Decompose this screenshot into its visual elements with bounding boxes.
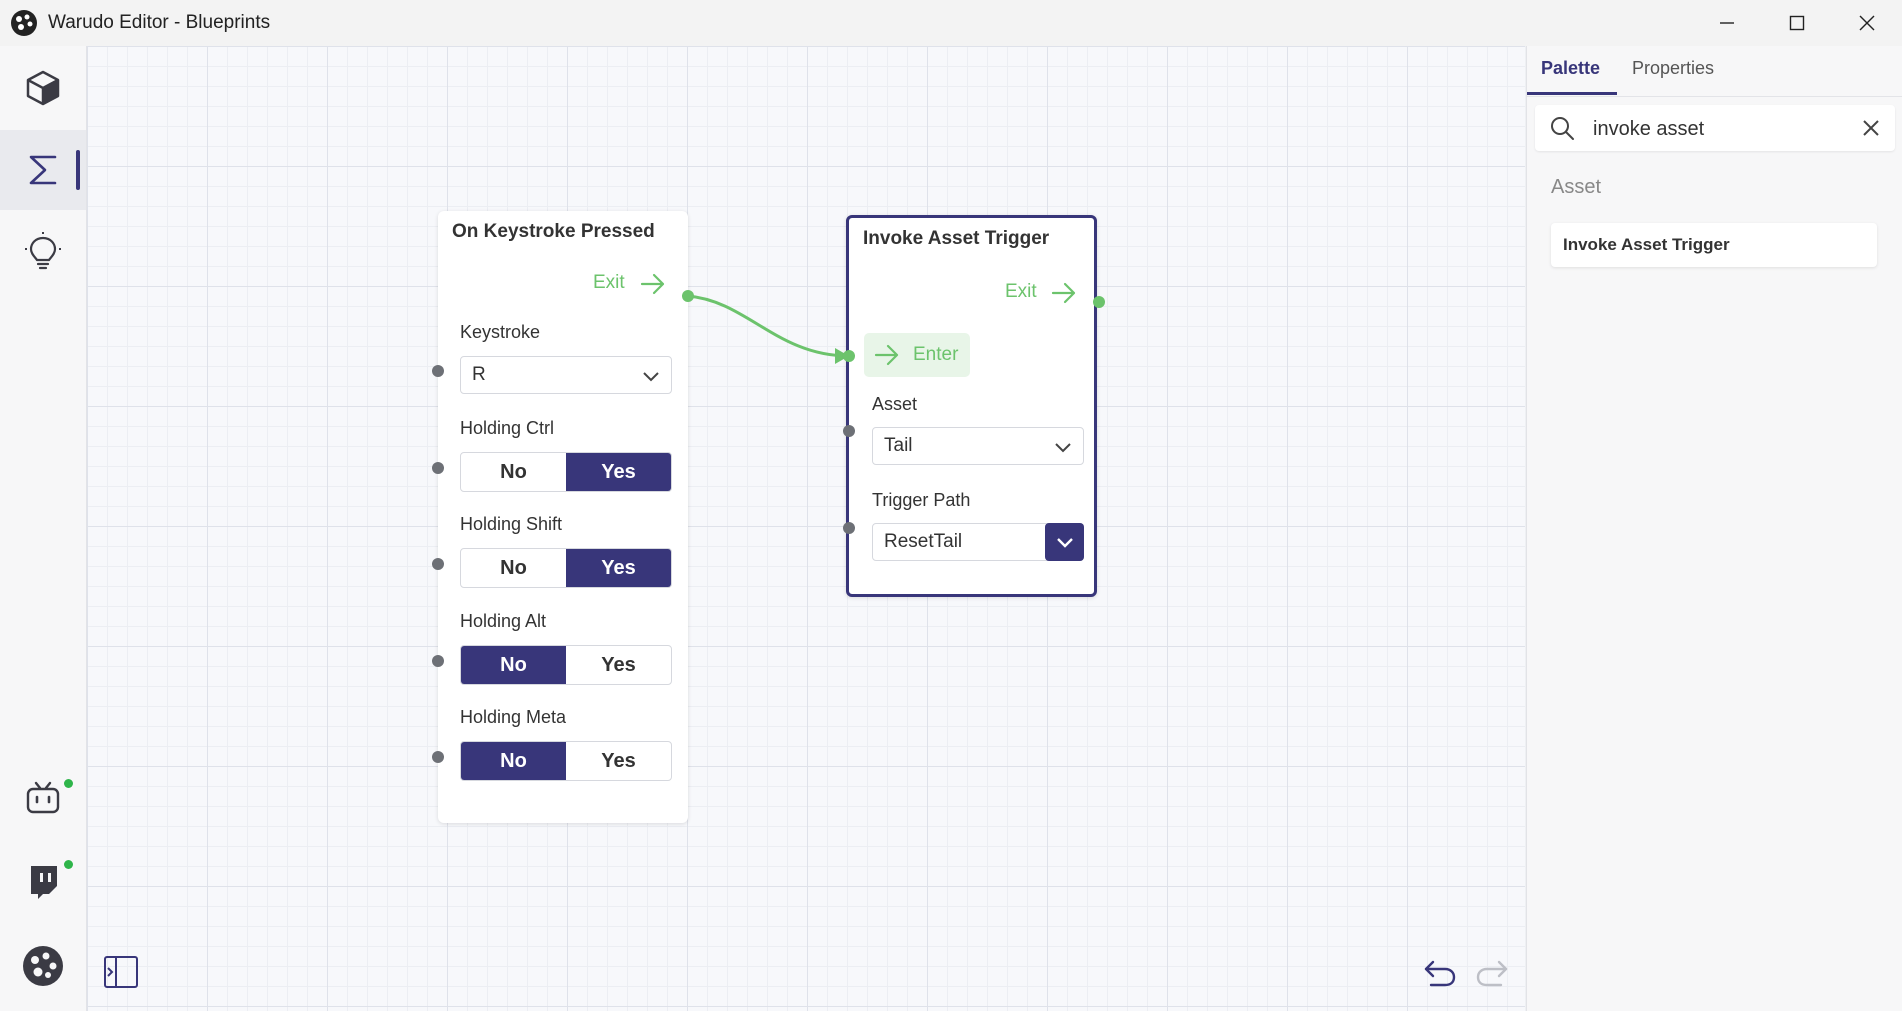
holding-shift-toggle: No Yes xyxy=(460,548,672,588)
sidebar-toggle-icon[interactable] xyxy=(103,954,139,990)
sidebar xyxy=(0,46,87,1011)
exit-port[interactable] xyxy=(1093,296,1105,308)
holding-alt-toggle: No Yes xyxy=(460,645,672,685)
active-indicator xyxy=(76,150,80,190)
sidebar-item-about[interactable] xyxy=(0,926,86,1006)
close-button[interactable] xyxy=(1832,0,1902,46)
arrow-right-icon xyxy=(1051,282,1076,304)
tab-properties[interactable]: Properties xyxy=(1632,58,1715,78)
close-icon[interactable] xyxy=(1861,118,1881,138)
undo-icon[interactable] xyxy=(1423,958,1457,988)
asset-port[interactable] xyxy=(843,425,855,437)
twitch-status-dot xyxy=(64,860,73,869)
holding-shift-no[interactable]: No xyxy=(500,556,527,579)
sidebar-item-twitch[interactable] xyxy=(0,842,86,922)
redo-icon[interactable] xyxy=(1475,958,1509,988)
holding-shift-yes[interactable]: Yes xyxy=(566,549,671,587)
holding-meta-port[interactable] xyxy=(432,751,444,763)
holding-alt-no[interactable]: No xyxy=(461,646,566,684)
holding-shift-label: Holding Shift xyxy=(460,514,563,534)
palette-category: Asset xyxy=(1551,176,1602,198)
sigma-icon xyxy=(29,155,57,185)
node-on-keystroke-pressed[interactable]: On Keystroke Pressed Exit Keystroke R Ho… xyxy=(438,211,688,823)
bilibili-status-dot xyxy=(64,779,73,788)
asset-label: Asset xyxy=(872,394,918,414)
chevron-down-icon xyxy=(1056,538,1073,548)
trigger-path-select[interactable]: ResetTail xyxy=(872,523,1084,561)
minimize-icon xyxy=(1720,22,1734,24)
right-panel: Palette Properties Asset Invoke Asset Tr… xyxy=(1526,46,1902,1011)
chevron-down-icon xyxy=(643,372,659,382)
asset-value: Tail xyxy=(884,435,913,456)
search-icon xyxy=(1551,117,1574,140)
trigger-path-label: Trigger Path xyxy=(872,490,971,510)
twitch-icon xyxy=(31,866,57,899)
holding-meta-no[interactable]: No xyxy=(461,742,566,780)
holding-ctrl-label: Holding Ctrl xyxy=(460,418,555,438)
keystroke-value: R xyxy=(472,364,486,385)
enter-port[interactable] xyxy=(843,350,855,362)
connection-arrowhead xyxy=(835,348,849,364)
maximize-button[interactable] xyxy=(1762,0,1832,46)
keystroke-port[interactable] xyxy=(432,365,444,377)
window-title: Warudo Editor - Blueprints xyxy=(48,12,271,33)
trigger-path-dropdown-button[interactable] xyxy=(1045,523,1084,561)
warudo-logo-icon xyxy=(23,946,63,986)
enter-pin: Enter xyxy=(864,333,970,377)
asset-select[interactable]: Tail xyxy=(872,427,1084,465)
maximize-icon xyxy=(1789,15,1805,31)
sidebar-item-blueprints[interactable] xyxy=(0,130,86,210)
sidebar-item-onboarding[interactable] xyxy=(0,212,86,292)
arrow-right-icon xyxy=(874,344,899,366)
holding-meta-label: Holding Meta xyxy=(460,707,567,727)
holding-meta-toggle: No Yes xyxy=(460,741,672,781)
exit-port[interactable] xyxy=(682,290,694,302)
sidebar-item-bilibili[interactable] xyxy=(0,759,86,839)
minimize-button[interactable] xyxy=(1692,0,1762,46)
title-bar: Warudo Editor - Blueprints xyxy=(0,0,1902,46)
holding-ctrl-toggle: No Yes xyxy=(460,452,672,492)
holding-ctrl-port[interactable] xyxy=(432,462,444,474)
flow-connection xyxy=(687,294,850,358)
holding-alt-port[interactable] xyxy=(432,655,444,667)
holding-ctrl-yes[interactable]: Yes xyxy=(566,453,671,491)
keystroke-select[interactable]: R xyxy=(460,356,672,394)
palette-search xyxy=(1535,105,1895,151)
active-tab-underline xyxy=(1527,92,1617,95)
blueprint-canvas[interactable]: On Keystroke Pressed Exit Keystroke R Ho… xyxy=(87,46,1525,1011)
tab-palette[interactable]: Palette xyxy=(1541,58,1601,78)
node-invoke-asset-trigger[interactable]: Invoke Asset Trigger Exit Enter Asset Ta… xyxy=(846,215,1097,597)
close-icon xyxy=(1859,15,1875,31)
holding-shift-port[interactable] xyxy=(432,558,444,570)
holding-alt-label: Holding Alt xyxy=(460,611,547,631)
node-title: On Keystroke Pressed xyxy=(452,221,655,242)
bilibili-icon xyxy=(26,781,60,814)
enter-label: Enter xyxy=(913,344,959,365)
chevron-down-icon xyxy=(1055,443,1071,453)
trigger-path-port[interactable] xyxy=(843,522,855,534)
connection-layer xyxy=(687,294,850,364)
exit-label: Exit xyxy=(593,272,625,293)
node-title: Invoke Asset Trigger xyxy=(863,228,1050,249)
search-input[interactable] xyxy=(1591,112,1845,146)
holding-ctrl-no[interactable]: No xyxy=(500,460,527,483)
arrow-right-icon xyxy=(640,273,665,295)
holding-meta-yes[interactable]: Yes xyxy=(601,749,636,772)
window-controls xyxy=(1692,0,1902,46)
panel-tabs: Palette Properties xyxy=(1527,46,1902,97)
exit-label: Exit xyxy=(1005,281,1037,302)
cube-icon xyxy=(26,70,60,106)
sidebar-item-scene[interactable] xyxy=(0,48,86,128)
warudo-logo-icon xyxy=(11,10,37,36)
holding-alt-yes[interactable]: Yes xyxy=(601,653,636,676)
keystroke-label: Keystroke xyxy=(460,322,541,342)
trigger-path-value: ResetTail xyxy=(884,531,963,552)
lightbulb-icon xyxy=(25,232,61,270)
palette-result-item[interactable]: Invoke Asset Trigger xyxy=(1551,223,1877,267)
